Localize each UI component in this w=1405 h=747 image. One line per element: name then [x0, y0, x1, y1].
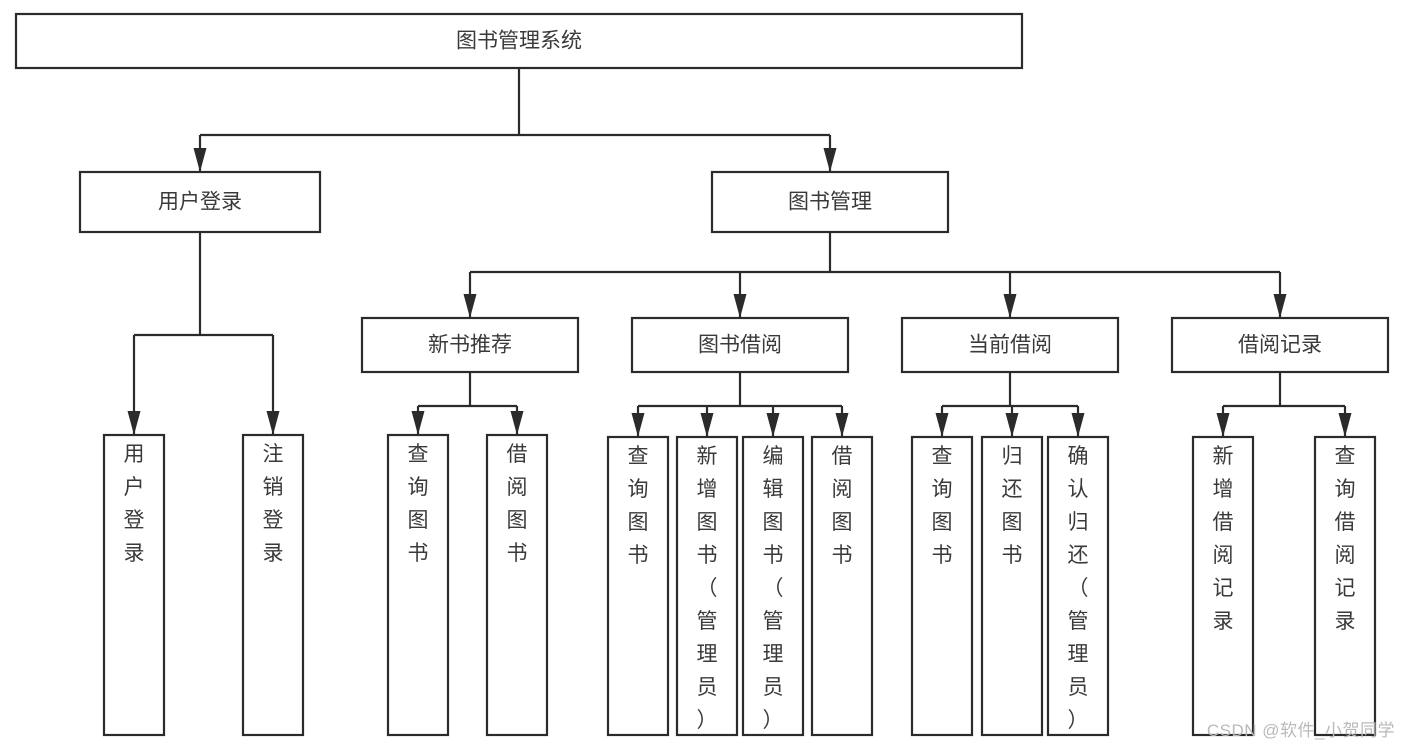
connector-group-book-borrow	[631, 372, 849, 437]
node-label: 查询图书	[628, 445, 649, 567]
connector-group-root	[193, 68, 837, 172]
node-leaf-borrow-book-1[interactable]: 借阅图书	[485, 433, 549, 737]
node-leaf-add-book[interactable]: 新增图书（管理员）	[675, 435, 739, 737]
node-leaf-return-book[interactable]: 归还图书	[980, 435, 1044, 737]
node-layer: 图书管理系统用户登录图书管理新书推荐图书借阅当前借阅借阅记录用户登录注销登录查询…	[14, 12, 1390, 737]
node-leaf-add-borrow-record[interactable]: 新增借阅记录	[1191, 435, 1255, 737]
arrow-head-icon	[411, 411, 425, 435]
node-book-manage[interactable]: 图书管理	[710, 170, 950, 234]
node-label: 图书管理	[788, 191, 872, 214]
connector-layer	[127, 68, 1352, 437]
node-label: 注销登录	[263, 443, 284, 565]
node-leaf-user-logout[interactable]: 注销登录	[241, 433, 305, 737]
arrow-head-icon	[1071, 413, 1085, 437]
arrow-head-icon	[193, 148, 207, 172]
node-label: 查询图书	[408, 443, 429, 565]
node-label: 查询借阅记录	[1335, 445, 1356, 633]
node-borrow-record[interactable]: 借阅记录	[1170, 316, 1390, 374]
connector-group-borrow-record	[1216, 372, 1352, 437]
arrow-head-icon	[510, 411, 524, 435]
node-label: 编辑图书（管理员）	[763, 445, 784, 732]
arrow-head-icon	[266, 411, 280, 435]
node-new-book-recommend[interactable]: 新书推荐	[360, 316, 580, 374]
arrow-head-icon	[631, 413, 645, 437]
node-root[interactable]: 图书管理系统	[14, 12, 1024, 70]
connector-group-book-manage	[463, 232, 1287, 318]
node-leaf-query-book-3[interactable]: 查询图书	[910, 435, 974, 737]
node-user-login[interactable]: 用户登录	[78, 170, 322, 234]
node-label: 查询图书	[932, 445, 953, 567]
node-label: 借阅记录	[1238, 334, 1322, 357]
arrow-head-icon	[935, 413, 949, 437]
arrow-head-icon	[1003, 294, 1017, 318]
arrow-head-icon	[766, 413, 780, 437]
arrow-head-icon	[463, 294, 477, 318]
connector-group-new-book-recommend	[411, 372, 524, 435]
node-label: 图书管理系统	[456, 30, 582, 53]
arrow-head-icon	[733, 294, 747, 318]
arrow-head-icon	[835, 413, 849, 437]
node-label: 归还图书	[1002, 445, 1023, 567]
node-label: 新增借阅记录	[1213, 445, 1234, 633]
node-leaf-edit-book[interactable]: 编辑图书（管理员）	[741, 435, 805, 737]
arrow-head-icon	[823, 148, 837, 172]
node-leaf-query-borrow-record[interactable]: 查询借阅记录	[1313, 435, 1377, 737]
arrow-head-icon	[127, 411, 141, 435]
node-current-borrow[interactable]: 当前借阅	[900, 316, 1120, 374]
arrow-head-icon	[700, 413, 714, 437]
arrow-head-icon	[1216, 413, 1230, 437]
node-label: 用户登录	[124, 443, 145, 565]
node-leaf-query-book-2[interactable]: 查询图书	[606, 435, 670, 737]
connector-group-current-borrow	[935, 372, 1085, 437]
node-label: 当前借阅	[968, 334, 1052, 357]
node-leaf-query-book-1[interactable]: 查询图书	[386, 433, 450, 737]
node-label: 确认归还（管理员）	[1068, 445, 1089, 732]
node-label: 用户登录	[158, 191, 242, 214]
node-book-borrow[interactable]: 图书借阅	[630, 316, 850, 374]
node-label: 新书推荐	[428, 334, 512, 357]
node-label: 图书借阅	[698, 334, 782, 357]
node-label: 借阅图书	[832, 445, 853, 567]
node-label: 新增图书（管理员）	[697, 445, 718, 732]
arrow-head-icon	[1005, 413, 1019, 437]
node-leaf-borrow-book-2[interactable]: 借阅图书	[810, 435, 874, 737]
arrow-head-icon	[1338, 413, 1352, 437]
node-leaf-confirm-return[interactable]: 确认归还（管理员）	[1046, 435, 1110, 737]
node-label: 借阅图书	[507, 443, 528, 565]
arrow-head-icon	[1273, 294, 1287, 318]
node-leaf-user-login[interactable]: 用户登录	[102, 433, 166, 737]
connector-group-user-login	[127, 232, 280, 435]
